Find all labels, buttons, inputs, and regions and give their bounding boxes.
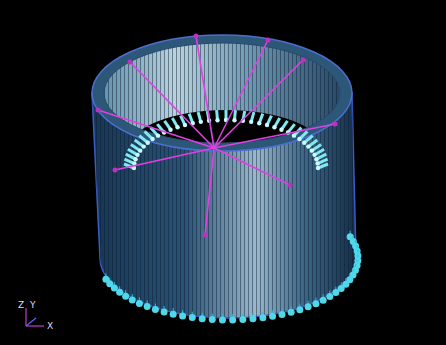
boundary-node bbox=[296, 306, 303, 313]
fin-node bbox=[279, 127, 283, 131]
boundary-node bbox=[170, 311, 177, 318]
spoke-node bbox=[301, 58, 306, 63]
boundary-node bbox=[209, 316, 216, 323]
boundary-node bbox=[239, 316, 246, 323]
fin-node bbox=[133, 157, 137, 161]
spoke bbox=[130, 62, 214, 148]
boundary-node bbox=[152, 306, 159, 313]
boundary-node bbox=[136, 300, 143, 307]
fin-node bbox=[135, 153, 139, 157]
boundary-node bbox=[179, 313, 186, 320]
spoke bbox=[205, 148, 214, 235]
spoke-node bbox=[266, 38, 271, 43]
fin-node bbox=[306, 144, 310, 148]
fin-node bbox=[138, 148, 142, 152]
axis-label: Z bbox=[18, 300, 24, 310]
inner-rim bbox=[104, 43, 340, 143]
outer-nodes bbox=[102, 231, 361, 324]
spoke-node bbox=[128, 60, 133, 65]
fin-node bbox=[302, 141, 306, 145]
fin-node bbox=[314, 157, 318, 161]
axis-line bbox=[26, 325, 44, 326]
fin-node bbox=[315, 161, 319, 165]
boundary-node bbox=[288, 309, 295, 316]
spokes bbox=[96, 34, 338, 238]
boundary-node bbox=[199, 315, 206, 322]
fin-node bbox=[297, 137, 301, 141]
spoke bbox=[214, 60, 303, 148]
spoke-node bbox=[113, 168, 118, 173]
boundary-node bbox=[259, 314, 266, 321]
boundary-node bbox=[279, 311, 286, 318]
boundary-node bbox=[229, 316, 236, 323]
fin-node bbox=[316, 166, 320, 170]
fin-node bbox=[156, 133, 160, 137]
boundary-node bbox=[305, 303, 312, 310]
spoke bbox=[214, 40, 268, 148]
spoke bbox=[98, 110, 214, 148]
fin-node bbox=[199, 120, 203, 124]
spoke-node bbox=[203, 233, 208, 238]
spoke bbox=[214, 148, 290, 185]
fin-node bbox=[150, 137, 154, 141]
boundary-node bbox=[122, 293, 129, 300]
bottom-opening bbox=[128, 110, 324, 190]
boundary-node bbox=[332, 289, 339, 296]
spoke-node bbox=[96, 108, 101, 113]
axis-triad bbox=[26, 308, 44, 326]
boundary-node bbox=[161, 308, 168, 315]
spoke-node bbox=[194, 34, 199, 39]
spoke bbox=[214, 124, 335, 148]
axis-label: Y bbox=[30, 300, 36, 310]
cylinder-shell bbox=[92, 35, 356, 318]
inner-view bbox=[100, 40, 350, 190]
fin-node bbox=[146, 141, 150, 145]
fin-node bbox=[312, 153, 316, 157]
boundary-node bbox=[129, 296, 136, 303]
axis-line bbox=[26, 318, 36, 326]
boundary-node bbox=[312, 300, 319, 307]
boundary-node bbox=[320, 297, 327, 304]
boundary-node bbox=[102, 276, 109, 283]
fin-node bbox=[310, 148, 314, 152]
boundary-node bbox=[189, 314, 196, 321]
boundary-node bbox=[219, 316, 226, 323]
fin-node bbox=[257, 121, 261, 125]
fin-node bbox=[232, 118, 236, 122]
spoke bbox=[115, 148, 214, 170]
boundary-node bbox=[326, 293, 333, 300]
fin-node bbox=[215, 118, 219, 122]
fin-node bbox=[175, 125, 179, 129]
fin-node bbox=[292, 133, 296, 137]
axis-line bbox=[25, 308, 26, 326]
fin-node bbox=[265, 123, 269, 127]
spoke-node bbox=[333, 122, 338, 127]
boundary-node bbox=[269, 313, 276, 320]
fin-node bbox=[183, 123, 187, 127]
axis-label: X bbox=[47, 321, 53, 331]
boundary-node bbox=[249, 315, 256, 322]
boundary-node bbox=[144, 303, 151, 310]
fin-node bbox=[141, 144, 145, 148]
fin-node bbox=[249, 120, 253, 124]
spoke-node bbox=[288, 183, 293, 188]
fin-node bbox=[168, 127, 172, 131]
fin-node bbox=[272, 125, 276, 129]
